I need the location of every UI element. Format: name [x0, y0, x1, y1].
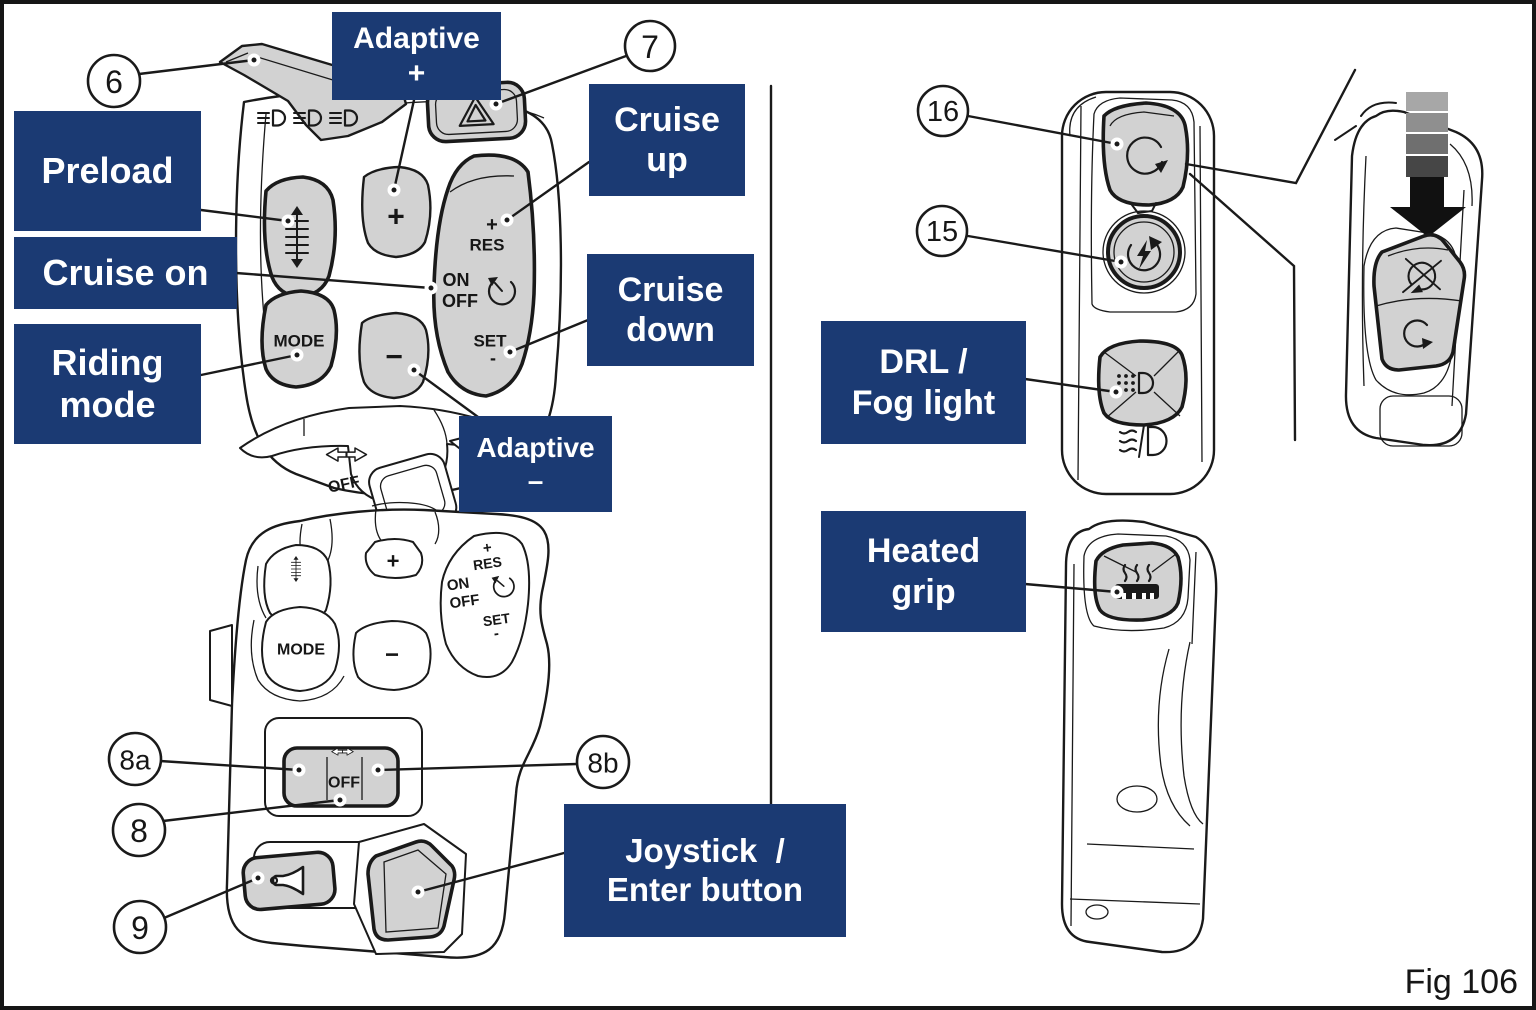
label-adaptive-minus-line1: Adaptive [476, 431, 595, 463]
cruise-set-minus-glyph-small: - [493, 625, 500, 643]
label-drl-fog: DRL / Fog light [821, 321, 1026, 444]
starter-button [1102, 210, 1186, 294]
callout-15: 15 [915, 204, 969, 258]
label-joystick-enter-line1: Joystick / [625, 831, 785, 869]
label-cruise-up: Cruise up [589, 84, 745, 196]
label-drl-fog-line2: Fog light [851, 383, 996, 422]
kill-switch-inset [1184, 68, 1484, 447]
cruise-set-glyph: SET [473, 332, 507, 351]
callout-6-number: 6 [105, 64, 123, 100]
cruise-res-plus-glyph: + [486, 214, 498, 236]
cruise-control-pad: + RES ON OFF SET - [431, 153, 537, 398]
turn-off-glyph-small: OFF [328, 775, 360, 792]
diagram-canvas: + + RES ON OFF SET - MODE − [86, 19, 1484, 959]
label-adaptive-minus-line2: – [527, 465, 544, 496]
cruise-res-glyph: RES [470, 236, 505, 255]
callout-8: 8 [111, 802, 167, 858]
cruise-set-glyph-small: SET [482, 610, 512, 630]
preload-button [262, 175, 338, 299]
label-adaptive-minus: Adaptive – [459, 416, 612, 512]
callout-8-number: 8 [130, 813, 148, 849]
callout-9: 9 [112, 899, 168, 955]
turn-signal-switch: OFF [264, 717, 423, 817]
cruise-res-glyph-small: RES [472, 553, 503, 573]
label-adaptive-plus-line1: Adaptive [353, 21, 480, 55]
label-heated-grip-line1: Heated [866, 532, 981, 571]
adaptive-minus-glyph: − [385, 341, 403, 374]
press-gradient-arrow [1390, 92, 1466, 237]
adaptive-minus-button: − [358, 311, 430, 400]
mode-button-outline: MODE [250, 606, 345, 702]
callout-7-number: 7 [641, 29, 659, 65]
label-cruise-up-line1: Cruise [614, 100, 720, 139]
callout-16-number: 16 [927, 96, 959, 128]
label-preload: Preload [14, 111, 201, 231]
right-switchgear-lower [1060, 519, 1218, 954]
mode-glyph-small: MODE [277, 642, 325, 659]
label-cruise-up-line2: up [646, 141, 688, 179]
label-joystick-enter: Joystick / Enter button [564, 804, 846, 937]
riding-mode-button: MODE [260, 289, 339, 389]
drl-fog-button [1096, 339, 1188, 427]
callout-9-number: 9 [131, 910, 149, 946]
label-cruise-on-line1: Cruise on [42, 251, 209, 293]
adaptive-plus-outline: + [364, 538, 424, 579]
plus-glyph-small: + [387, 549, 400, 574]
mode-glyph: MODE [274, 332, 325, 351]
callout-6: 6 [86, 53, 142, 109]
leader-dots [247, 53, 1128, 899]
turn-off-glyph: OFF [327, 473, 362, 496]
minus-glyph-small: − [385, 642, 399, 669]
label-cruise-on: Cruise on [14, 237, 237, 309]
callout-8b: 8b [575, 734, 631, 790]
heated-grip-button [1083, 533, 1191, 632]
kill-switch-pad [1372, 233, 1467, 372]
label-preload-line1: Preload [41, 149, 174, 191]
cruise-off-glyph: OFF [442, 291, 478, 311]
label-riding-mode-line2: mode [59, 384, 156, 425]
left-switchgear-top-view: MODE + − + RES ON OFF SET - [209, 501, 551, 959]
label-drl-fog-line1: DRL / [879, 343, 968, 382]
callout-8a: 8a [107, 731, 163, 787]
cruise-off-glyph-small: OFF [449, 591, 481, 612]
callout-16: 16 [916, 84, 970, 138]
right-switchgear-upper [1060, 90, 1216, 496]
cruise-res-plus-glyph-small: + [482, 539, 493, 557]
label-joystick-enter-line2: Enter button [606, 870, 804, 908]
joystick-button [353, 823, 467, 955]
magnifier-wedge-line-lower [1188, 172, 1297, 442]
label-riding-mode-line1: Riding [51, 341, 164, 383]
label-heated-grip-line2: grip [891, 572, 956, 611]
magnifier-wedge-line-upper [1184, 68, 1357, 185]
callout-8b-number: 8b [587, 748, 618, 779]
cruise-pad-outline: + RES ON OFF SET - [439, 531, 531, 678]
leader-lines [137, 53, 1128, 920]
high-beam-flash-lever [218, 42, 408, 142]
cruise-set-minus-glyph: - [490, 348, 496, 368]
adaptive-plus-glyph: + [387, 201, 405, 234]
figure-caption: Fig 106 [1404, 963, 1518, 1001]
label-adaptive-plus: Adaptive + [332, 12, 501, 100]
number-callouts: 6 7 8a 8 8b 9 16 15 [86, 19, 970, 955]
label-riding-mode: Riding mode [14, 324, 201, 444]
inset-lower-recess [1379, 395, 1463, 447]
preload-button-outline [256, 544, 332, 626]
callout-15-number: 15 [926, 216, 958, 248]
adaptive-minus-outline: − [352, 620, 432, 691]
label-cruise-down-line1: Cruise [617, 270, 724, 309]
callout-7: 7 [623, 19, 677, 73]
cruise-on-glyph: ON [443, 270, 470, 290]
callout-8a-number: 8a [119, 745, 151, 776]
engine-mode-button [1101, 101, 1190, 215]
label-cruise-down: Cruise down [587, 254, 754, 366]
label-adaptive-plus-line2: + [407, 57, 426, 90]
label-heated-grip: Heated grip [821, 511, 1026, 632]
cruise-on-glyph-small: ON [446, 575, 471, 595]
body-tab [209, 624, 233, 707]
adaptive-plus-button: + [361, 165, 432, 259]
label-cruise-down-line2: down [626, 311, 715, 349]
